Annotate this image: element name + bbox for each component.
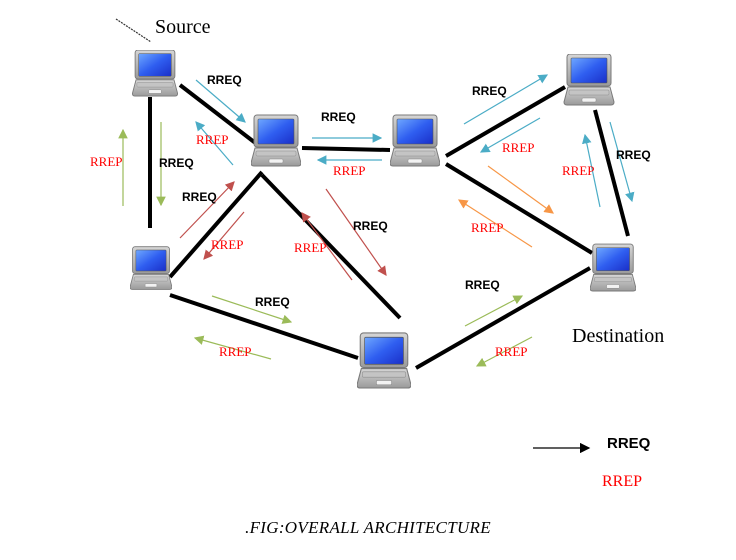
source-label: Source (155, 16, 211, 38)
node-n4 (563, 54, 615, 106)
rreq-arrow-n3-destination (487, 165, 554, 214)
link-n3-n4 (444, 85, 567, 158)
rreq-arrow-n4-destination (609, 121, 635, 203)
rrep-label: RREP (211, 237, 244, 252)
node-destination (590, 243, 636, 292)
rrep-label: RREP (294, 240, 327, 255)
rrep-label: RREP (495, 344, 528, 359)
rrep-label: RREP (90, 154, 123, 169)
link-n2-n5 (168, 170, 264, 279)
rreq-label: RREQ (353, 219, 388, 233)
laptop-icon (590, 243, 636, 292)
node-n3 (390, 114, 440, 167)
rreq-arrow-n2-n7 (325, 188, 387, 276)
rrep-arrow-n7-n2 (301, 212, 353, 281)
rrep-arrow-n2-n5 (203, 211, 245, 260)
laptop-icon (131, 50, 179, 97)
figure-caption: .FIG:OVERALL ARCHITECTURE (245, 518, 491, 537)
legend: RREQ RREP (533, 435, 651, 490)
legend-rreq-label: RREQ (607, 435, 651, 452)
laptop-icon (390, 114, 440, 167)
rreq-arrow-n3-n4 (463, 74, 549, 125)
laptop-icon (357, 332, 411, 389)
node-n2 (251, 114, 301, 167)
rrep-label: RREP (333, 163, 366, 178)
rreq-arrow-n5-n2 (179, 181, 235, 239)
rreq-label: RREQ (182, 190, 217, 204)
laptop-icon (563, 54, 615, 106)
message-labels: RREQ RREP RREP RREQ RREQ RREP RREQ RREP … (90, 73, 651, 359)
destination-label: Destination (572, 325, 664, 347)
links (148, 83, 630, 370)
rreq-label: RREQ (159, 156, 194, 170)
rrep-arrow-destination-n3 (457, 199, 533, 248)
rreq-arrow-n7-destination (464, 295, 524, 327)
rrep-label: RREP (471, 220, 504, 235)
link-n4-destination (593, 109, 630, 237)
rreq-label: RREQ (472, 84, 507, 98)
link-n3-destination (444, 162, 594, 255)
rreq-label: RREQ (255, 295, 290, 309)
rreq-arrow-n5-n7 (211, 295, 293, 324)
rrep-arrow-destination-n7 (475, 336, 533, 367)
link-source-n2 (178, 83, 260, 147)
node-source (131, 50, 179, 97)
rrep-label: RREP (562, 163, 595, 178)
rrep-arrow-n2-source (195, 121, 234, 166)
rrep-label: RREP (219, 344, 252, 359)
link-n2-n3 (301, 146, 391, 152)
rrep-label: RREP (502, 140, 535, 155)
rreq-arrow-source-n2 (195, 79, 246, 123)
legend-rrep-label: RREP (602, 473, 642, 490)
laptop-icon (130, 246, 172, 291)
rreq-label: RREQ (465, 278, 500, 292)
rreq-label: RREQ (321, 110, 356, 124)
link-n7-destination (415, 266, 591, 370)
source-pointer-line (115, 18, 152, 43)
laptop-icon (251, 114, 301, 167)
message-arrows (118, 74, 635, 367)
node-n5 (130, 246, 172, 291)
link-n2-n7 (260, 173, 402, 320)
link-n5-n7 (169, 293, 359, 360)
rrep-label: RREP (196, 132, 229, 147)
rreq-label: RREQ (616, 148, 651, 162)
rrep-arrow-n7-n5 (193, 335, 272, 360)
rreq-label: RREQ (207, 73, 242, 87)
node-n7 (357, 332, 411, 389)
rrep-arrow-destination-n4 (582, 133, 601, 208)
rrep-arrow-n4-n3 (479, 117, 541, 153)
